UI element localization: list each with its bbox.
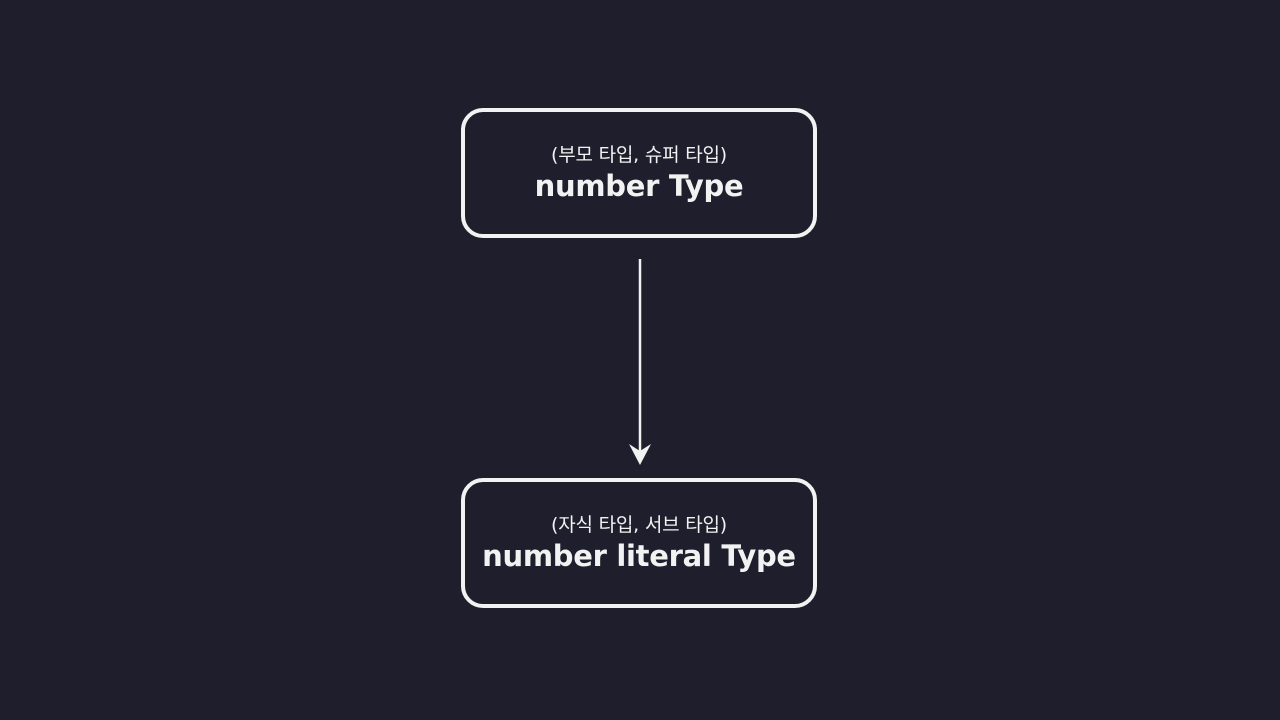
parent-type-box: (부모 타입, 슈퍼 타입) number Type bbox=[461, 108, 817, 238]
parent-type-title: number Type bbox=[534, 168, 744, 203]
parent-type-subtitle: (부모 타입, 슈퍼 타입) bbox=[550, 143, 728, 166]
child-type-box: (자식 타입, 서브 타입) number literal Type bbox=[461, 478, 817, 608]
arrow-head bbox=[629, 444, 651, 465]
child-type-title: number literal Type bbox=[482, 538, 796, 573]
child-type-subtitle: (자식 타입, 서브 타입) bbox=[550, 513, 728, 536]
